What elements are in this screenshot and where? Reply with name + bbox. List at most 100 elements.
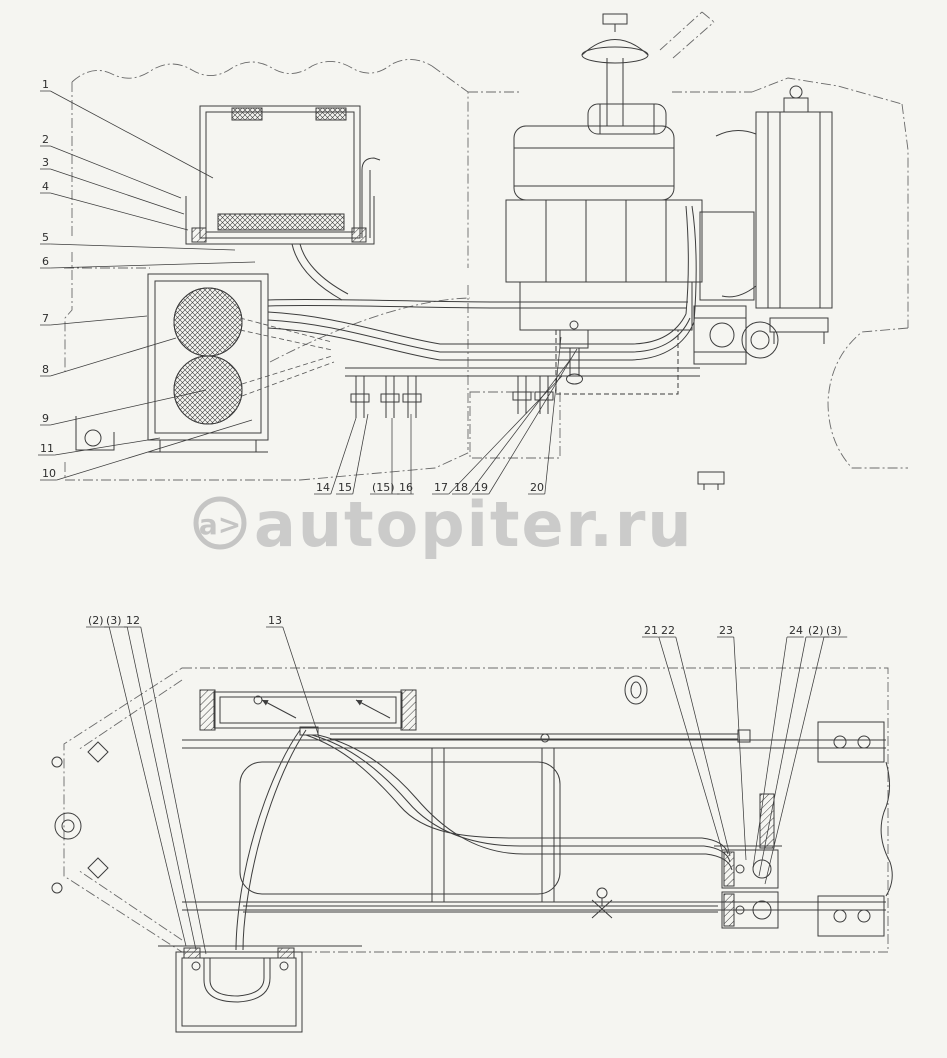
callout-leader-line — [733, 636, 747, 861]
callout-leader-line — [126, 626, 197, 951]
callout-11: 11 — [38, 437, 161, 456]
callout-leader-line — [352, 413, 369, 495]
callout-16: 16 — [397, 414, 414, 495]
callout-label: (3) — [106, 614, 122, 627]
receiver-drier-plan — [158, 945, 362, 1033]
callout-leader-line — [658, 636, 723, 851]
callout-leader-line — [54, 437, 161, 456]
callout-label: 18 — [454, 481, 468, 494]
callout-label: 7 — [42, 312, 49, 325]
callout-label: (15) — [372, 481, 395, 494]
callout-leader-line — [140, 626, 207, 955]
callout-24: 24 — [752, 624, 804, 869]
callout-leader-line — [50, 243, 236, 251]
compressor — [693, 305, 779, 365]
callout-label: 11 — [40, 442, 54, 455]
callout-label: 4 — [42, 180, 49, 193]
callout-leader-line — [675, 636, 731, 857]
callout-6: 6 — [40, 255, 256, 269]
callout-leader-line — [50, 261, 256, 269]
callout-leader-line — [764, 636, 825, 885]
callout-label: 5 — [42, 231, 49, 244]
air-cleaner — [581, 13, 667, 135]
callout-leader-line — [752, 636, 788, 869]
callout-leader-line — [448, 375, 563, 495]
pipes-plan — [235, 729, 751, 951]
refrigerant-pipes — [267, 205, 697, 361]
callout-1: 1 — [40, 78, 214, 179]
callout-label: 15 — [338, 481, 352, 494]
callout-label: 21 — [644, 624, 658, 637]
condenser-plan — [199, 689, 417, 736]
callout-leader-line — [50, 145, 182, 199]
callout-label: 14 — [316, 481, 330, 494]
callout-label: (2) — [88, 614, 104, 627]
callout-label: 9 — [42, 412, 49, 425]
top-view-callouts: 1 2 3 4 5 6 7 8 9 11 10 14 15 (15) 16 17 18 19 20 — [38, 78, 578, 495]
callout-13: 13 — [266, 614, 321, 741]
callout-18: 18 — [452, 359, 571, 495]
callout-leader-line — [468, 359, 571, 495]
callout-label: 12 — [126, 614, 140, 627]
callout-p2p: (2) — [758, 624, 830, 877]
callout-label: 13 — [268, 614, 282, 627]
chassis-details — [51, 675, 893, 937]
callout-leader-line — [50, 389, 207, 426]
callout-label: 1 — [42, 78, 49, 91]
left-bracket — [75, 416, 115, 451]
callout-label: 24 — [789, 624, 803, 637]
callout-label: 3 — [42, 156, 49, 169]
radiator — [715, 85, 833, 344]
callout-label: 23 — [719, 624, 733, 637]
callout-leader-line — [282, 626, 321, 741]
callout-17: 17 — [432, 375, 563, 495]
watermark: a> autopiter.ru — [193, 488, 694, 561]
callout-20: 20 — [528, 336, 562, 495]
callout-leader-line — [544, 336, 562, 495]
callout-label: 20 — [530, 481, 544, 494]
evaporator-fan-unit — [147, 273, 269, 453]
callout-label: 17 — [434, 481, 448, 494]
callout-leader-line — [108, 626, 187, 947]
callout-19: 19 — [472, 348, 578, 495]
watermark-text: autopiter.ru — [254, 488, 694, 561]
callout-8: 8 — [40, 337, 177, 377]
callout-leader-line — [50, 168, 185, 215]
engine — [505, 125, 755, 395]
callout-4: 4 — [40, 180, 189, 231]
callout-label: 2 — [42, 133, 49, 146]
frame-rails — [182, 739, 886, 911]
callout-9: 9 — [40, 389, 207, 426]
callout-p3p: (3) — [104, 614, 197, 951]
lower-right-bracket — [697, 471, 725, 490]
callout-5: 5 — [40, 231, 236, 251]
callout-leader-line — [56, 419, 253, 481]
callout-label: 8 — [42, 363, 49, 376]
callout-label: 10 — [42, 467, 56, 480]
autopiter-logo-circle-icon — [193, 496, 247, 550]
callout-label: 16 — [399, 481, 413, 494]
callout-23: 23 — [717, 624, 747, 861]
callout-leader-line — [758, 636, 807, 877]
callout-label: 22 — [661, 624, 675, 637]
bottom-view-drawing — [51, 667, 893, 1033]
callout-3: 3 — [40, 156, 185, 215]
callout-7: 7 — [40, 312, 148, 326]
callout-14: 14 — [314, 417, 357, 495]
callout-leader-line — [330, 417, 357, 495]
callout-leader-line — [50, 315, 148, 326]
callout-label: 19 — [474, 481, 488, 494]
callout-p15p: (15) — [370, 418, 400, 495]
callout-12: 12 — [124, 614, 207, 955]
callout-label: (2) — [808, 624, 824, 637]
callout-10: 10 — [40, 419, 253, 481]
callout-leader-line — [50, 337, 177, 377]
callout-p3p: (3) — [764, 624, 848, 885]
callout-label: 6 — [42, 255, 49, 268]
compressor-plan — [714, 793, 782, 929]
frame-rail — [345, 367, 700, 418]
callout-p2p: (2) — [86, 614, 187, 947]
condenser-unit — [185, 105, 381, 245]
